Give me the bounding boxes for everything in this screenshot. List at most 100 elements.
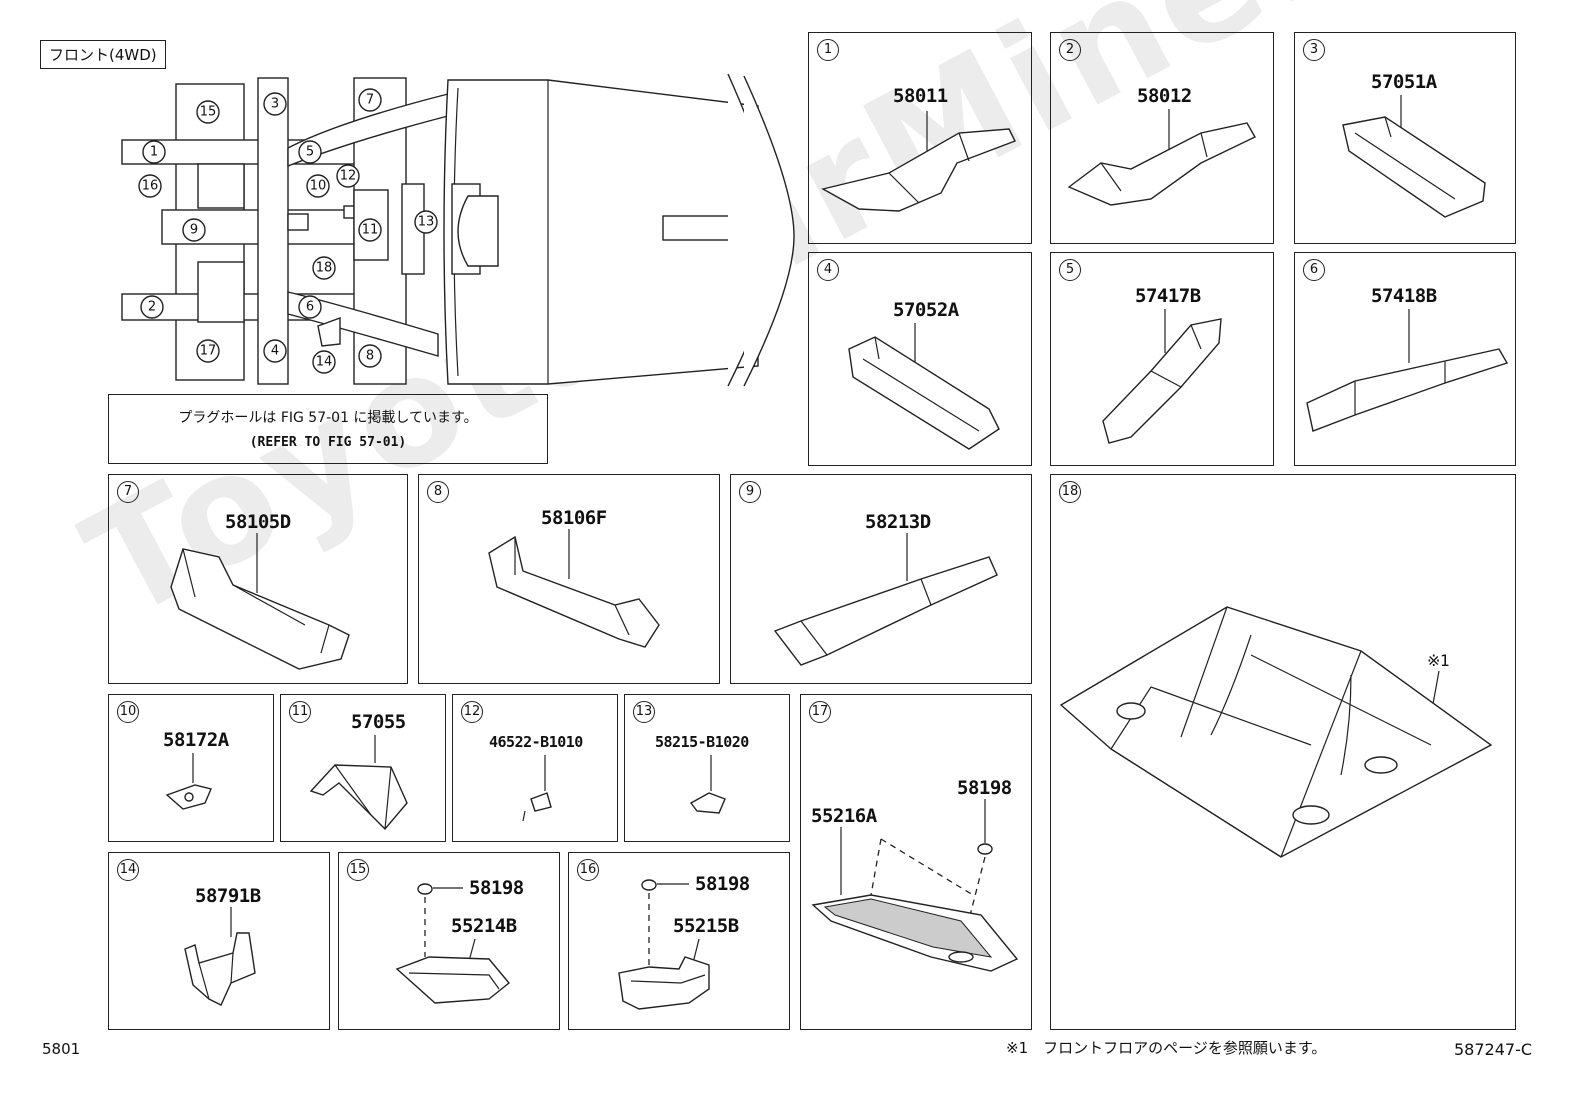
part-58172A-drawing: [165, 753, 212, 810]
part-number: 57052A: [893, 299, 959, 321]
part-57417B-drawing: [1102, 309, 1222, 444]
part-number: 58791B: [195, 885, 261, 907]
part-number: 58198: [957, 777, 1012, 799]
panel-1[interactable]: 1 58011: [808, 32, 1032, 244]
part-number: 55214B: [451, 915, 517, 937]
panel-number: 15: [347, 859, 369, 881]
plug-hole-reference-note: プラグホールは FIG 57-01 に掲載しています。 (REFER TO FI…: [108, 394, 548, 464]
part-55214B-drawing: [395, 883, 510, 1004]
callout-7: 7: [366, 93, 374, 108]
callout-12: 12: [340, 169, 357, 184]
panel-number: 16: [577, 859, 599, 881]
callout-10: 10: [310, 179, 327, 194]
part-number: 58198: [695, 873, 750, 895]
panel-number: 2: [1059, 39, 1081, 61]
callout-17: 17: [200, 344, 217, 359]
panel-number: 9: [739, 481, 761, 503]
panel-number: 5: [1059, 259, 1081, 281]
part-57052A-drawing: [848, 323, 1000, 450]
panel-5[interactable]: 5 57417B: [1050, 252, 1274, 466]
refer-note-line2: (REFER TO FIG 57-01): [249, 435, 407, 450]
panel-15[interactable]: 15 58198 55214B: [338, 852, 560, 1030]
panel-number: 7: [117, 481, 139, 503]
floor-overview-diagram: 15 1 16 9 2 17 3 4 5 6 7 8 10 11 12 13 1…: [121, 73, 795, 387]
panel-6[interactable]: 6 57418B: [1294, 252, 1516, 466]
footnote: ※1 フロントフロアのページを参照願います。: [1006, 1039, 1327, 1057]
page-code: 5801: [42, 1040, 81, 1058]
panel-7[interactable]: 7 58105D: [108, 474, 408, 684]
panel-number: 18: [1059, 481, 1081, 503]
panel-4[interactable]: 4 57052A: [808, 252, 1032, 466]
panel-18[interactable]: 18 ※1: [1050, 474, 1516, 1030]
part-number: 58012: [1137, 85, 1192, 107]
part-number: 58213D: [865, 511, 931, 533]
panel-3[interactable]: 3 57051A: [1294, 32, 1516, 244]
part-57051A-drawing: [1342, 95, 1486, 218]
callout-1: 1: [150, 145, 158, 160]
part-number: 57417B: [1135, 285, 1201, 307]
panel-16[interactable]: 16 58198 55215B: [568, 852, 790, 1030]
part-number: 57055: [351, 711, 406, 733]
panel-9[interactable]: 9 58213D: [730, 474, 1032, 684]
part-57418B-drawing: [1306, 309, 1509, 432]
part-55216A-drawing: [811, 799, 1019, 972]
overview-callouts: 15 1 16 9 2 17 3 4 5 6 7 8 10 11 12 13 1…: [138, 88, 438, 374]
part-55215B-drawing: [618, 879, 710, 1010]
part-58215-B1020-drawing: [689, 755, 726, 814]
part-number: 55216A: [811, 805, 877, 827]
panel-10[interactable]: 10 58172A: [108, 694, 274, 842]
part-number: 58172A: [163, 729, 229, 751]
part-57055-drawing: [309, 735, 408, 831]
refer-note-line1: プラグホールは FIG 57-01 に掲載しています。: [178, 410, 478, 426]
panel-number: 14: [117, 859, 139, 881]
panel-number: 4: [817, 259, 839, 281]
part-number: 58105D: [225, 511, 291, 533]
callout-5: 5: [306, 145, 314, 160]
panel-number: 12: [461, 701, 483, 723]
part-number: 46522-B1010: [489, 733, 583, 751]
panel-number: 3: [1303, 39, 1325, 61]
panel-number: 6: [1303, 259, 1325, 281]
panel-number: 10: [117, 701, 139, 723]
panel-13[interactable]: 13 58215-B1020: [624, 694, 790, 842]
part-number: 58215-B1020: [655, 733, 749, 751]
panel-number: 8: [427, 481, 449, 503]
part-46522-B1010-drawing: [522, 755, 552, 822]
panel-8[interactable]: 8 58106F: [418, 474, 720, 684]
part-58011-drawing: [821, 111, 1016, 212]
callout-16: 16: [142, 179, 159, 194]
part-number: 58198: [469, 877, 524, 899]
part-58791B-drawing: [184, 907, 256, 1006]
figure-code: 587247-C: [1454, 1040, 1533, 1059]
part-58213D-drawing: [773, 533, 998, 666]
callout-13: 13: [418, 215, 435, 230]
callout-11: 11: [362, 223, 379, 238]
part-number: 57418B: [1371, 285, 1437, 307]
callout-3: 3: [271, 97, 279, 112]
part-58105D-drawing: [170, 533, 350, 670]
callout-6: 6: [306, 300, 314, 315]
callout-2: 2: [148, 300, 156, 315]
part-number: 58106F: [541, 507, 607, 529]
callout-8: 8: [366, 349, 374, 364]
panel-number: 11: [289, 701, 311, 723]
front-label: フロント(4WD): [40, 40, 166, 69]
callout-4: 4: [271, 344, 279, 359]
panel-12[interactable]: 12 46522-B1010: [452, 694, 618, 842]
front-floor-note-mark: ※1: [1427, 651, 1450, 670]
callout-18: 18: [316, 261, 333, 276]
part-58012-drawing: [1067, 109, 1256, 206]
callout-15: 15: [200, 105, 217, 120]
front-floor-drawing: [1059, 606, 1493, 858]
panel-11[interactable]: 11 57055: [280, 694, 446, 842]
part-number: 55215B: [673, 915, 739, 937]
panel-number: 17: [809, 701, 831, 723]
panel-17[interactable]: 17 58198 55216A: [800, 694, 1032, 1030]
panel-number: 1: [817, 39, 839, 61]
callout-14: 14: [316, 355, 333, 370]
panel-14[interactable]: 14 58791B: [108, 852, 330, 1030]
callout-9: 9: [190, 223, 198, 238]
part-number: 57051A: [1371, 71, 1437, 93]
panel-2[interactable]: 2 58012: [1050, 32, 1274, 244]
panel-number: 13: [633, 701, 655, 723]
